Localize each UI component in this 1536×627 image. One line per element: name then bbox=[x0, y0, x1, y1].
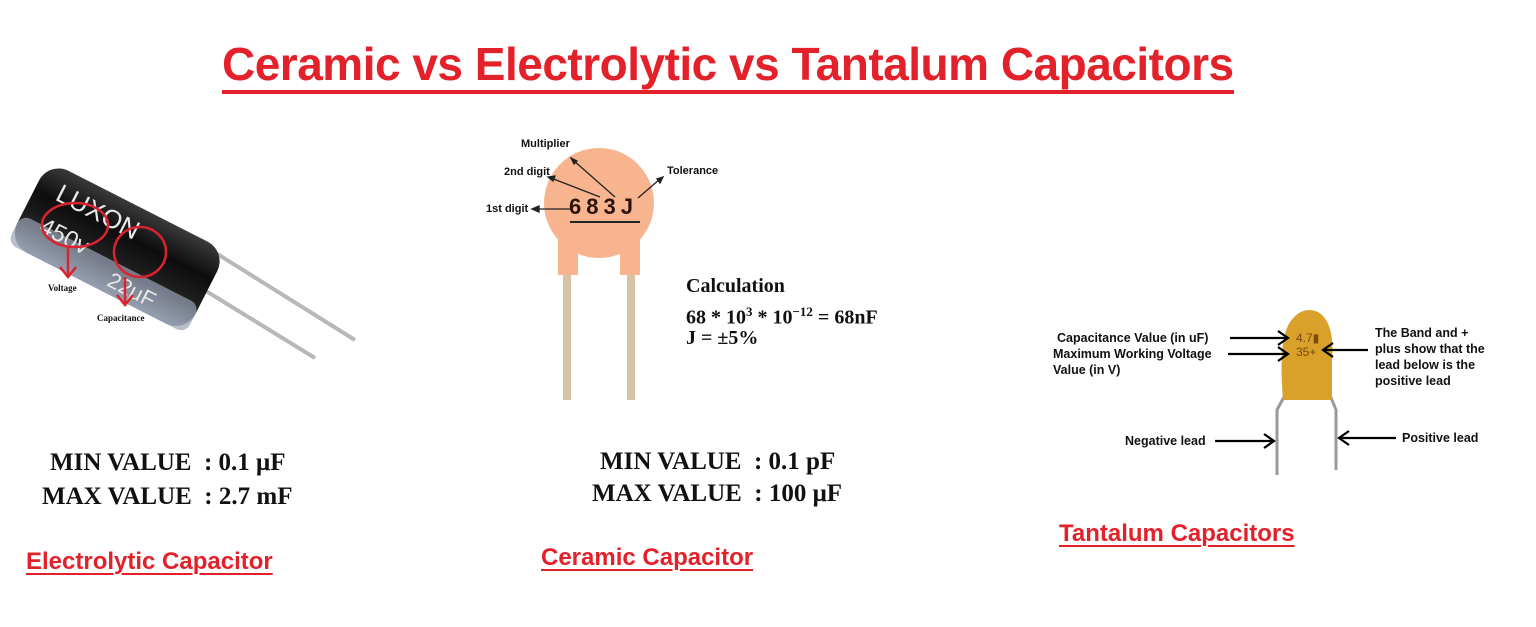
page-title: Ceramic vs Electrolytic vs Tantalum Capa… bbox=[222, 38, 1234, 94]
label-tolerance: Tolerance bbox=[667, 165, 719, 177]
label-2nd-digit: 2nd digit bbox=[504, 166, 550, 178]
ceramic-capacitor-illustration bbox=[530, 148, 665, 400]
label-voltage-line1: Maximum Working Voltage bbox=[1053, 347, 1212, 361]
label-band-line3: lead below is the bbox=[1375, 358, 1476, 372]
label-voltage-line2: Value (in V) bbox=[1053, 363, 1121, 377]
ceramic-code: 683J bbox=[569, 194, 638, 219]
svg-text:35+: 35+ bbox=[1296, 345, 1316, 359]
label-band-line1: The Band and + bbox=[1375, 326, 1469, 340]
tantalum-capacitor-illustration: 4.7▮ 35+ bbox=[1215, 309, 1396, 475]
label-negative-lead: Negative lead bbox=[1125, 434, 1206, 448]
label-band-line4: positive lead bbox=[1375, 374, 1451, 388]
label-positive-lead: Positive lead bbox=[1402, 431, 1479, 445]
electrolytic-min-value: MIN VALUE : 0.1 μF bbox=[50, 449, 286, 476]
label-capacitance: Capacitance bbox=[97, 313, 145, 323]
electrolytic-section: LUXON 450v 22μF Voltage Capacitance bbox=[0, 100, 440, 520]
label-multiplier: Multiplier bbox=[521, 138, 570, 150]
label-capacitance-value: Capacitance Value (in uF) bbox=[1057, 331, 1209, 345]
electrolytic-caption: Electrolytic Capacitor bbox=[26, 548, 273, 575]
label-band-line2: plus show that the bbox=[1375, 342, 1485, 356]
calc-tolerance: J = ±5% bbox=[686, 327, 759, 349]
tantalum-caption: Tantalum Capacitors bbox=[1059, 520, 1295, 547]
label-1st-digit: 1st digit bbox=[486, 203, 529, 215]
calc-formula: 68 * 103 * 10−12 = 68nF bbox=[686, 304, 878, 329]
label-voltage: Voltage bbox=[48, 283, 77, 293]
svg-text:4.7▮: 4.7▮ bbox=[1296, 331, 1319, 345]
ceramic-min-value: MIN VALUE : 0.1 pF bbox=[600, 448, 836, 475]
ceramic-max-value: MAX VALUE : 100 μF bbox=[592, 480, 843, 507]
electrolytic-max-value: MAX VALUE : 2.7 mF bbox=[42, 483, 293, 510]
calc-heading: Calculation bbox=[686, 275, 785, 297]
electrolytic-capacitor-illustration: LUXON 450v 22μF bbox=[10, 168, 357, 360]
ceramic-caption: Ceramic Capacitor bbox=[541, 544, 754, 571]
